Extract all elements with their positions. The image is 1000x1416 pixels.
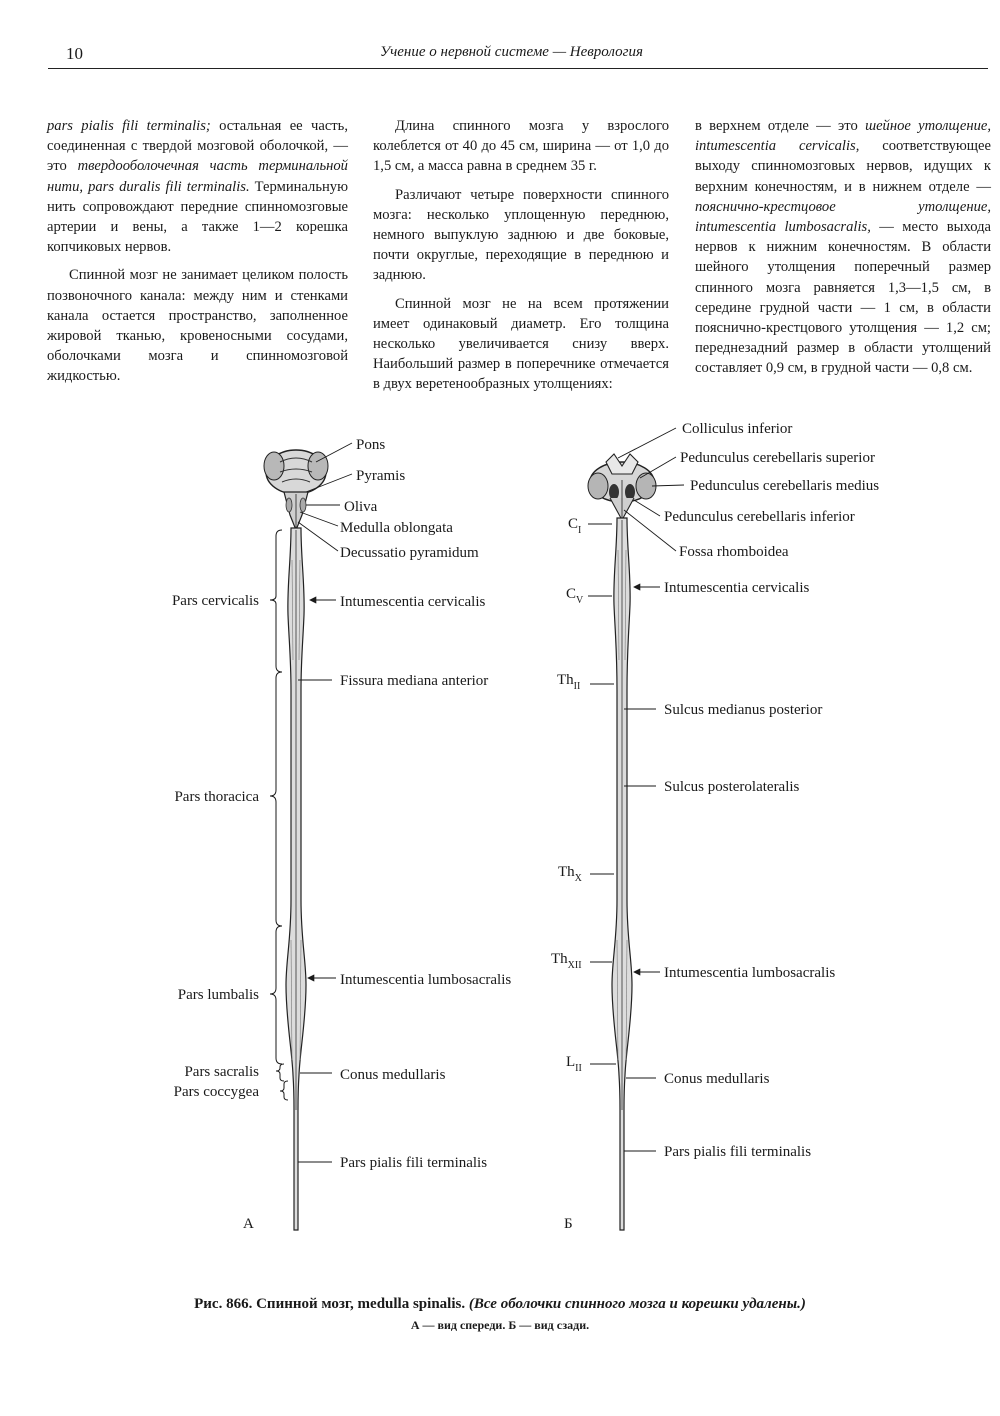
figure-subcaption: А — вид спереди. Б — вид сзади. bbox=[410, 1318, 590, 1332]
label-pars-pialis-b: Pars pialis fili terminalis bbox=[664, 1144, 811, 1160]
label-pedunculus-superior: Pedunculus cerebellaris superior bbox=[680, 450, 875, 466]
figure-caption: Рис. 866. Спинной мозг, medulla spinalis… bbox=[0, 1296, 1000, 1313]
label-oliva: Oliva bbox=[344, 499, 378, 515]
term: шейное утолщение, intumescentia cervical… bbox=[695, 118, 991, 155]
paragraph-text: — место выхода нервов к нижним конечност… bbox=[695, 219, 991, 377]
term: твердооболочечная часть терминальной нит… bbox=[47, 158, 348, 195]
text-column-3: в верхнем отделе — это шейное утолщение,… bbox=[695, 116, 991, 387]
cord-posterior-view bbox=[587, 427, 685, 1231]
label-intumescentia-lumbosacralis-b: Intumescentia lumbosacralis bbox=[664, 965, 835, 981]
running-title: Учение о нервной системе — Неврология bbox=[380, 44, 643, 60]
panel-letter-a: А bbox=[243, 1216, 254, 1232]
label-conus-medullaris-b: Conus medullaris bbox=[664, 1071, 770, 1087]
term: пояснично-крестцовое утолщение, intumesc… bbox=[695, 198, 991, 236]
leader-lines-a bbox=[297, 442, 353, 1163]
paragraph: Спинной мозг не на всем протяжении имеет… bbox=[373, 295, 669, 393]
label-pars-thoracica: Pars thoracica bbox=[174, 789, 259, 805]
text-column-2: Длина спинного мозга у взрослого колебле… bbox=[373, 116, 669, 403]
paragraph-text: Терминальную нить сопровождают передние … bbox=[47, 178, 349, 256]
cord-anterior-view bbox=[263, 442, 353, 1231]
segment-th10: ThX bbox=[558, 864, 583, 884]
leader-lines-b bbox=[588, 427, 685, 1152]
label-decussatio-pyramidum: Decussatio pyramidum bbox=[340, 545, 479, 561]
paragraph: в верхнем отделе — это шейное утолщение,… bbox=[695, 116, 991, 379]
label-pars-lumbalis: Pars lumbalis bbox=[178, 987, 259, 1003]
segment-th12: ThXII bbox=[551, 951, 582, 971]
label-sulcus-posterolateralis: Sulcus posterolateralis bbox=[664, 779, 800, 795]
brainstem-posterior bbox=[587, 453, 657, 522]
segment-th2: ThII bbox=[557, 672, 580, 692]
caption-note: (Все оболочки спинного мозга и корешки у… bbox=[468, 1296, 806, 1312]
label-medulla-oblongata: Medulla oblongata bbox=[340, 520, 453, 536]
segment-c5: CV bbox=[566, 586, 584, 606]
label-fissura-mediana: Fissura mediana anterior bbox=[340, 673, 488, 689]
paragraph: Длина спинного мозга у взрослого колебле… bbox=[373, 118, 669, 175]
label-sulcus-medianus: Sulcus medianus posterior bbox=[664, 702, 822, 718]
label-pars-sacralis: Pars sacralis bbox=[184, 1064, 259, 1080]
label-intumescentia-cervicalis-b: Intumescentia cervicalis bbox=[664, 580, 810, 596]
brainstem-anterior bbox=[263, 449, 329, 532]
paragraph: Различают четыре поверхности спинного мо… bbox=[373, 186, 669, 284]
section-braces-a bbox=[269, 529, 289, 1101]
label-intumescentia-cervicalis-a: Intumescentia cervicalis bbox=[340, 594, 486, 610]
label-pyramis: Pyramis bbox=[356, 468, 405, 484]
segment-l2: LII bbox=[566, 1054, 582, 1074]
paragraph-text: остальная ее часть, соединенная с твердо… bbox=[47, 118, 348, 175]
label-pars-pialis-a: Pars pialis fili terminalis bbox=[340, 1155, 487, 1171]
label-pars-coccygea: Pars coccygea bbox=[174, 1084, 260, 1100]
caption-title: Рис. 866. Спинной мозг, medulla spinalis… bbox=[194, 1296, 466, 1312]
label-conus-medullaris-a: Conus medullaris bbox=[340, 1067, 446, 1083]
paragraph-text: в верхнем отделе — это bbox=[695, 118, 866, 134]
label-intumescentia-lumbosacralis-a: Intumescentia lumbosacralis bbox=[340, 972, 511, 988]
page-number: 10 bbox=[66, 44, 83, 63]
segment-c1: CI bbox=[568, 516, 581, 536]
latin-term: pars pialis fili terminalis; bbox=[47, 118, 211, 134]
label-pons: Pons bbox=[356, 437, 385, 453]
label-pedunculus-inferior: Pedunculus cerebellaris inferior bbox=[664, 509, 855, 525]
paragraph: pars pialis fili terminalis; остальная е… bbox=[47, 116, 348, 257]
header-rule bbox=[48, 68, 988, 69]
paragraph: Спинной мозг не занимает целиком полость… bbox=[47, 267, 348, 385]
text-column-1: pars pialis fili terminalis; остальная е… bbox=[47, 116, 348, 395]
paragraph-text: соответствующее выходу спинномозговых не… bbox=[695, 138, 991, 195]
panel-letter-b: Б bbox=[564, 1216, 573, 1232]
label-pars-cervicalis: Pars cervicalis bbox=[172, 593, 259, 609]
label-pedunculus-medius: Pedunculus cerebellaris medius bbox=[690, 478, 879, 494]
label-fossa-rhomboidea: Fossa rhomboidea bbox=[679, 544, 789, 560]
label-colliculus-inferior: Colliculus inferior bbox=[682, 421, 792, 437]
